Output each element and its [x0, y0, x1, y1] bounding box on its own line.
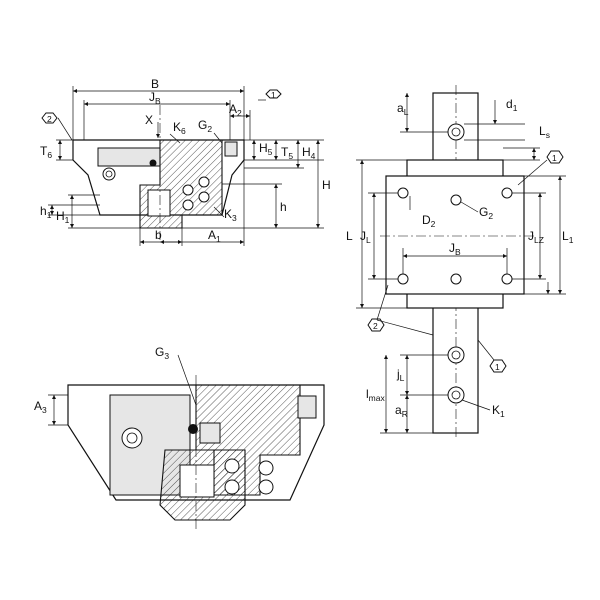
label-H5: H5	[259, 141, 273, 157]
label-d1: d1	[506, 97, 518, 113]
svg-text:2: 2	[373, 321, 378, 331]
top-view: aL d1 Ls L JL D2 G2 JB JLZ L1 jL lmax aR…	[346, 85, 574, 440]
label-jL: jL	[396, 367, 405, 383]
label-G2-top: G2	[479, 205, 493, 221]
label-JB-top: JB	[449, 241, 461, 257]
callout-2-top: 2	[367, 284, 434, 336]
label-D2: D2	[422, 213, 436, 229]
label-K6: K6	[173, 120, 186, 136]
label-JLZ: JLZ	[528, 229, 544, 245]
callout-1-rail: 1	[477, 339, 507, 373]
label-A1: A1	[208, 228, 221, 244]
label-X: X	[145, 113, 153, 127]
detail-view: A3 G3	[34, 345, 325, 530]
svg-text:1: 1	[495, 362, 500, 372]
label-T5: T5	[281, 145, 293, 161]
label-K1: K1	[492, 403, 505, 419]
label-L: L	[346, 229, 353, 243]
callout-1-top: 1	[517, 150, 564, 186]
label-H1: H1	[56, 209, 70, 225]
label-lmax: lmax	[366, 387, 385, 403]
label-b: b	[155, 228, 162, 242]
label-A2: A2	[229, 102, 242, 118]
label-T6: T6	[40, 144, 52, 160]
label-B: B	[151, 77, 159, 91]
svg-text:1: 1	[271, 90, 276, 100]
label-H: H	[322, 178, 331, 192]
label-h: h	[280, 200, 287, 214]
label-L1: L1	[562, 229, 574, 245]
label-A3: A3	[34, 399, 47, 415]
label-K3: K3	[224, 207, 237, 223]
label-aR: aR	[395, 403, 408, 419]
label-JL: JL	[360, 229, 371, 245]
label-H4: H4	[302, 145, 316, 161]
label-JB: JB	[149, 90, 161, 106]
callout-2-front: 2	[41, 112, 58, 124]
svg-text:1: 1	[552, 153, 557, 163]
front-view: B JB A2 X K6 G2 T6 H5 T5 H4 H h h1 H1 K3…	[40, 77, 331, 246]
svg-text:2: 2	[47, 114, 52, 124]
label-G2: G2	[198, 118, 212, 134]
label-Ls: Ls	[539, 124, 550, 140]
callout-1-front: 1	[265, 89, 282, 100]
label-G3: G3	[155, 345, 169, 361]
label-h1: h1	[40, 204, 52, 220]
label-aL: aL	[397, 101, 409, 117]
